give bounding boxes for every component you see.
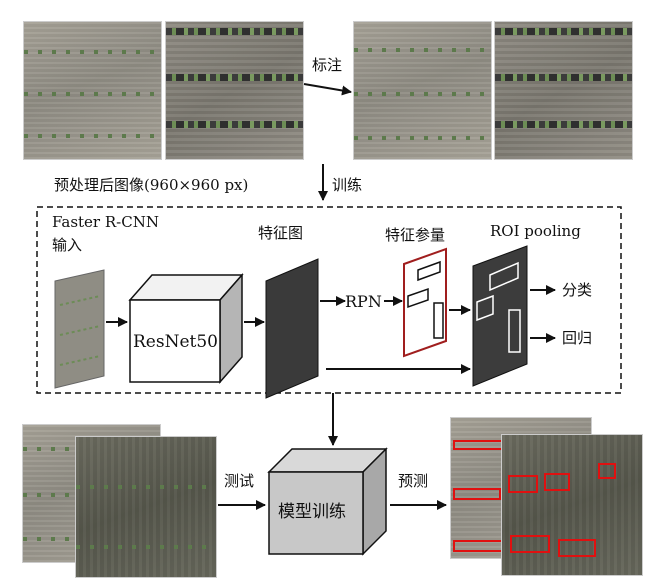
label-feature-params: 特征参量 (385, 226, 446, 244)
input-image (54, 269, 105, 389)
label-model-training: 模型训练 (278, 502, 346, 522)
detection-box (453, 488, 501, 500)
detection-box (598, 463, 616, 479)
feature-map-shape (265, 258, 319, 399)
label-feature-map: 特征图 (258, 224, 304, 242)
test-field-image-2 (75, 436, 217, 578)
detection-box (558, 539, 596, 557)
label-input: 输入 (52, 236, 83, 254)
feature-params-shape (403, 247, 447, 358)
detection-box (510, 535, 550, 553)
detection-box (508, 475, 538, 493)
roi-pooling-shape (472, 245, 528, 387)
annotated-field-image-2 (494, 21, 633, 160)
model-training-cube (267, 447, 388, 556)
faster-rcnn-frame (36, 206, 622, 394)
label-faster-rcnn: Faster R-CNN (52, 213, 159, 231)
label-preprocessed-image: 预处理后图像(960×960 px) (54, 176, 249, 194)
arrow-annotate (303, 83, 352, 96)
label-resnet50: ResNet50 (133, 332, 218, 352)
label-rpn: RPN (345, 292, 382, 311)
label-classify: 分类 (562, 281, 593, 299)
annotated-field-image-1 (353, 21, 492, 160)
resnet-cube (128, 273, 244, 384)
label-regress: 回归 (562, 329, 593, 347)
label-predict: 预测 (398, 472, 429, 490)
label-roi-pooling: ROI pooling (490, 222, 581, 240)
detection-box (544, 473, 570, 491)
label-test: 测试 (224, 472, 255, 490)
raw-field-image-2 (165, 21, 304, 160)
label-annotate: 标注 (312, 56, 343, 74)
raw-field-image-1 (23, 21, 162, 160)
prediction-image-2 (501, 434, 643, 576)
label-train: 训练 (332, 176, 363, 194)
